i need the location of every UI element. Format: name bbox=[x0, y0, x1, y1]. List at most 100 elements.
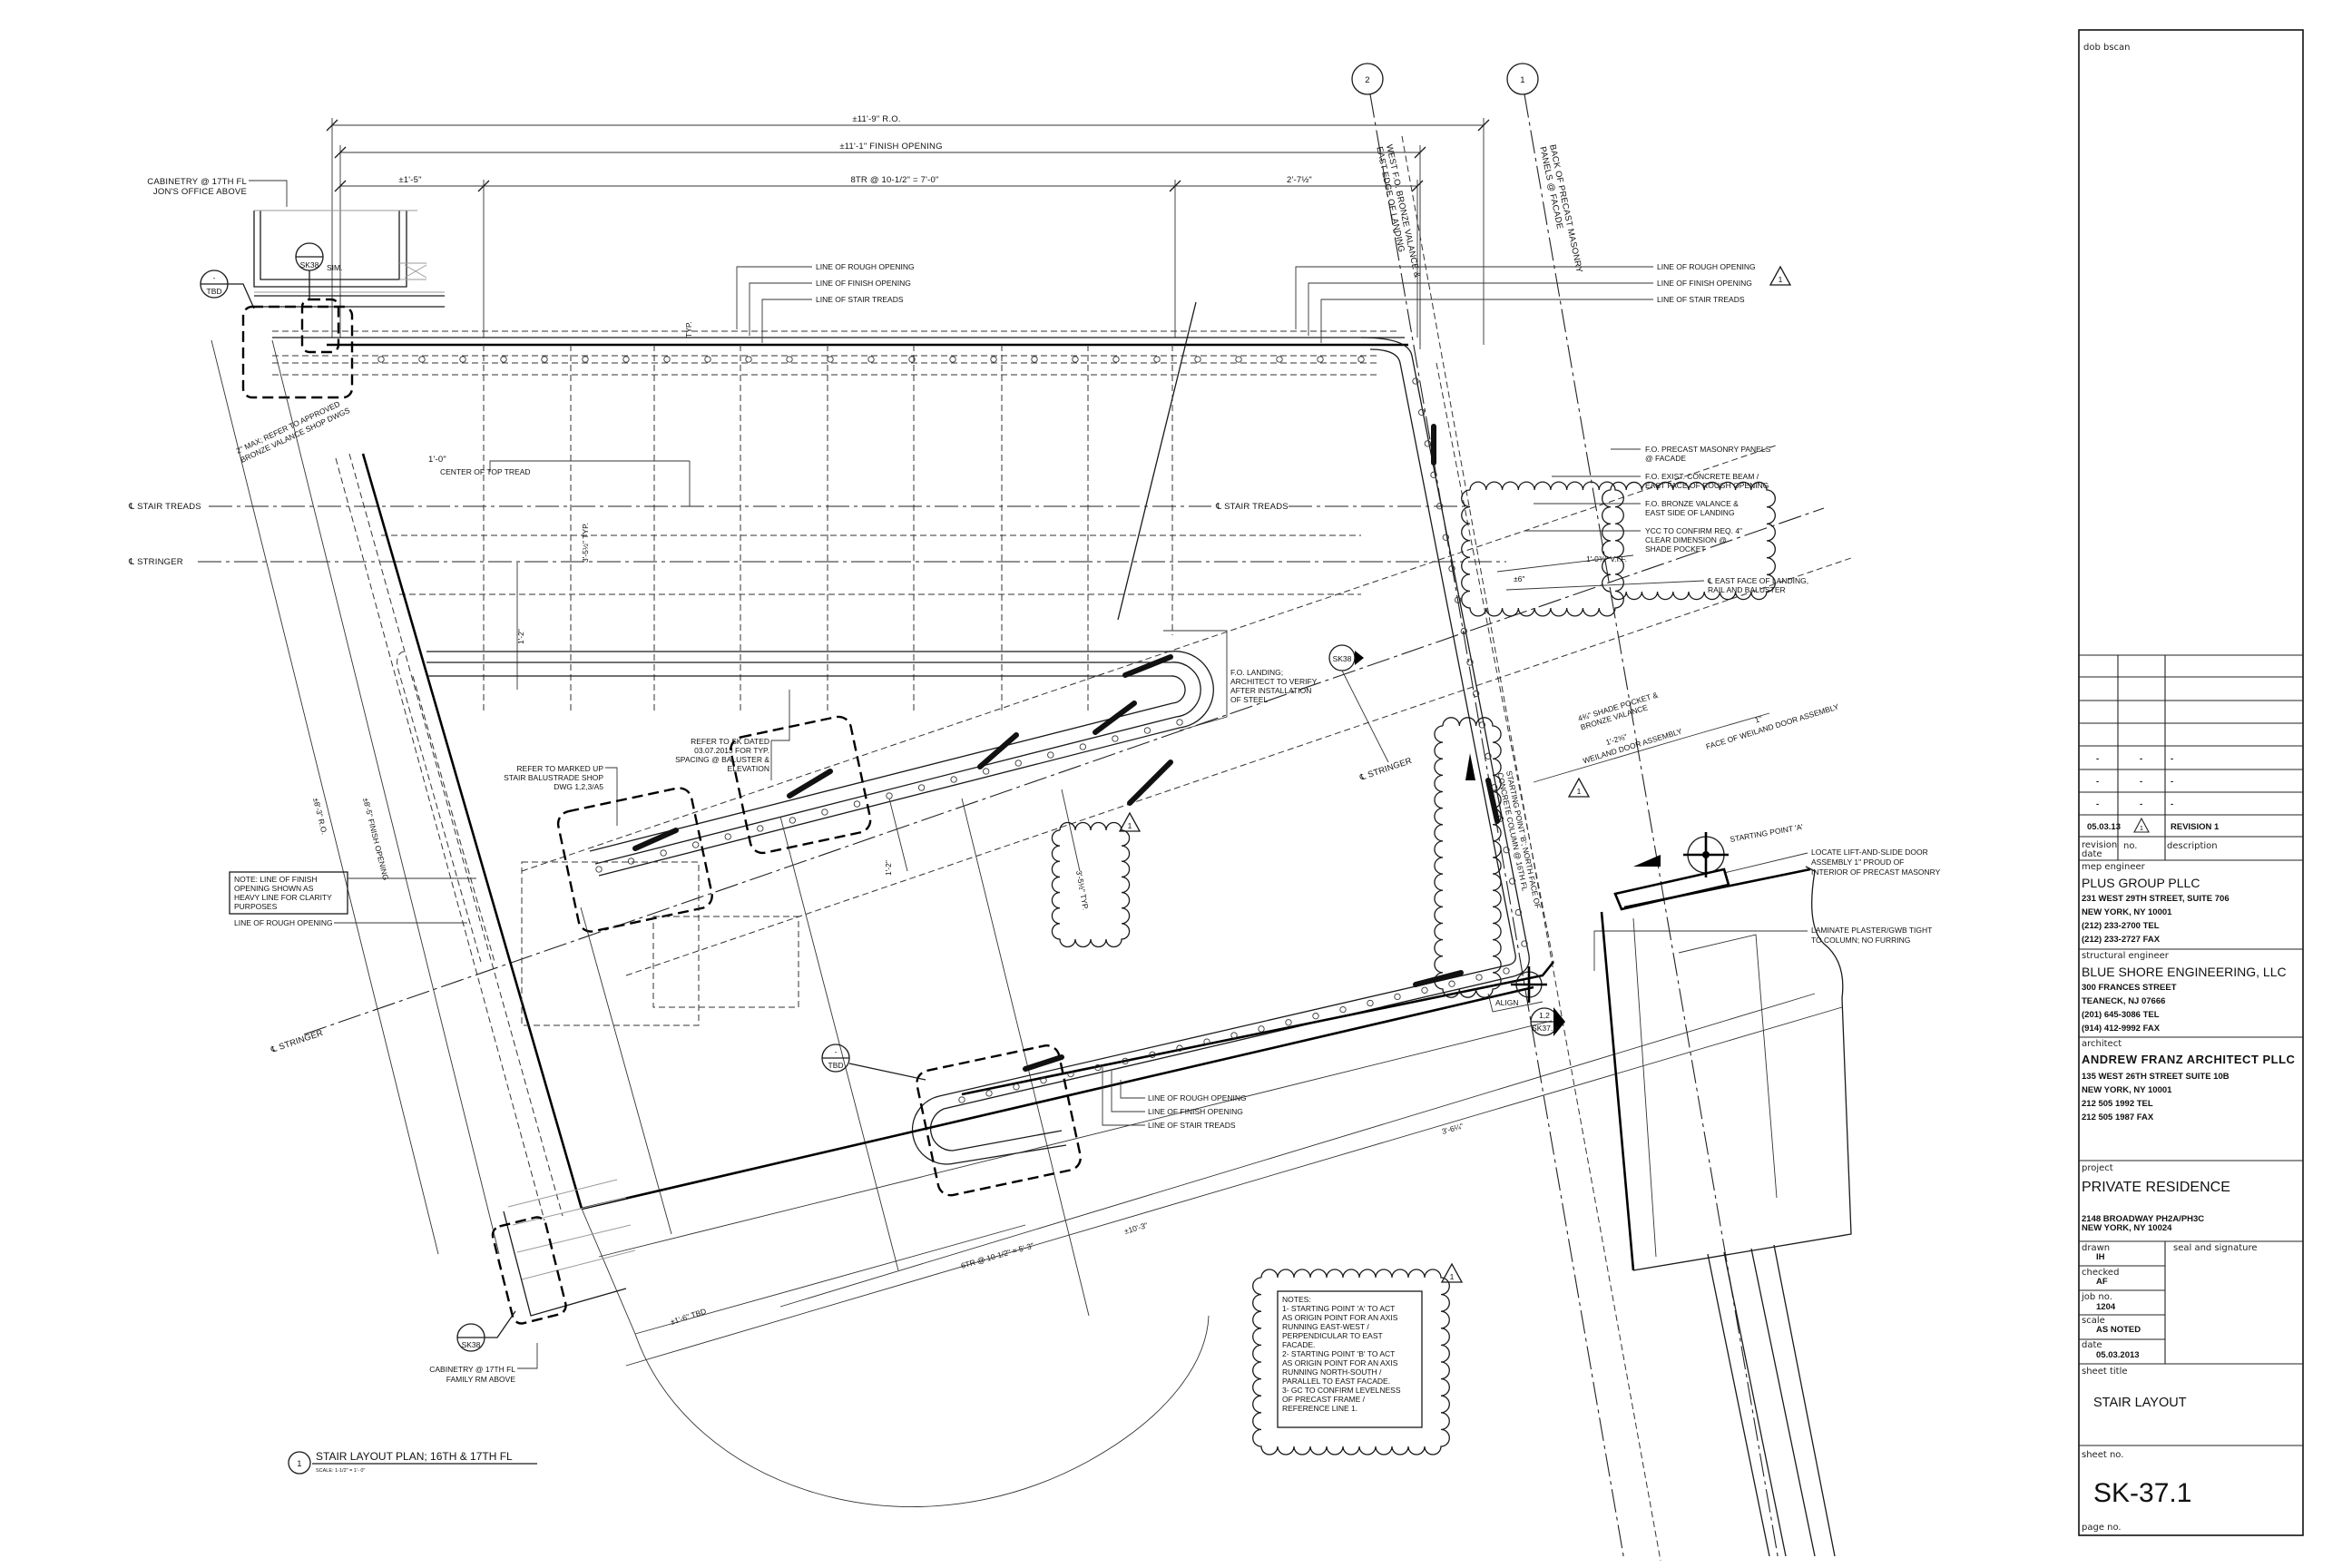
balusters bbox=[377, 356, 1528, 1103]
east-face-2: RAIL AND BALUSTER bbox=[1708, 585, 1786, 594]
cl-stringer-mid: ℄ STRINGER bbox=[1357, 756, 1413, 783]
dim-rise-typ: 3'-5½" TYP. bbox=[581, 523, 590, 563]
baluster bbox=[827, 356, 834, 363]
baluster bbox=[1412, 377, 1419, 385]
baluster bbox=[1394, 993, 1401, 1001]
rail-bracket bbox=[787, 769, 833, 799]
structural-engineer: structural engineer BLUE SHORE ENGINEERI… bbox=[2082, 951, 2287, 1034]
baluster bbox=[660, 849, 667, 857]
baluster bbox=[1072, 356, 1079, 363]
note-line: AS ORIGIN POINT FOR AN AXIS bbox=[1282, 1358, 1398, 1367]
cl-stair-treads-left: ℄ STAIR TREADS bbox=[128, 502, 201, 512]
baluster bbox=[724, 833, 731, 840]
east-landing: - TBD LINE OF ROUGH OPENING LINE OF FINI… bbox=[581, 337, 1555, 1258]
section-tag-sk38-top-text: SK38 bbox=[300, 260, 319, 270]
header-revision: revision bbox=[2082, 840, 2117, 850]
cabinetry-bottom: SK38 CABINETRY @ 17TH FL FAMILY RM ABOVE bbox=[429, 1179, 636, 1384]
cabinetry-bottom-label-1: CABINETRY @ 17TH FL bbox=[429, 1365, 515, 1374]
revision-cloud bbox=[1252, 1269, 1450, 1455]
baluster bbox=[1521, 940, 1528, 947]
architect-address: 135 WEST 26TH STREET SUITE 10B bbox=[2082, 1072, 2230, 1082]
revision-no: - bbox=[2140, 754, 2142, 764]
fo-landing-2: ARCHITECT TO VERIFY bbox=[1230, 677, 1318, 686]
dim-left-top: ±1'-5" bbox=[398, 175, 421, 185]
baluster bbox=[1276, 356, 1283, 363]
mep-tel: (212) 233-2700 TEL bbox=[2082, 921, 2160, 931]
fo-landing-4: OF STEEL bbox=[1230, 695, 1268, 704]
dim-one-two: 1'-2" bbox=[516, 629, 525, 644]
revision-cloud bbox=[1461, 481, 1624, 617]
header-date: date bbox=[2082, 849, 2102, 859]
rail-bracket bbox=[1122, 654, 1173, 678]
lines-top-right-2: LINE OF FINISH OPENING bbox=[1657, 279, 1752, 288]
baluster bbox=[1418, 408, 1426, 416]
middle-flight: F.O. LANDING; ARCHITECT TO VERIFY AFTER … bbox=[397, 301, 1389, 1317]
note-line: 2- STARTING POINT 'B' TO ACT bbox=[1282, 1349, 1395, 1358]
lines-top-left-1: LINE OF ROUGH OPENING bbox=[816, 262, 915, 271]
structural-address: 300 FRANCES STREET bbox=[2082, 983, 2177, 993]
revision-clouds bbox=[1051, 481, 1776, 1455]
refer-marked-2: STAIR BALUSTRADE SHOP bbox=[504, 773, 603, 782]
cabinetry-top-label-2: JON'S OFFICE ABOVE bbox=[153, 187, 247, 197]
baluster bbox=[1285, 1019, 1292, 1026]
view-scale: SCALE: 1-1/2" = 1'- 0" bbox=[316, 1468, 365, 1474]
dim-three-six: 3'-6¼" bbox=[1441, 1122, 1465, 1136]
section-tag-sk38-bottom-text: SK38 bbox=[462, 1340, 481, 1349]
section-tag-sk38-mid-text: SK38 bbox=[1333, 654, 1352, 663]
baluster bbox=[983, 768, 990, 775]
dim-one-two-b: 1'-2" bbox=[884, 860, 893, 876]
revision-no: 1 bbox=[2140, 826, 2143, 832]
section-tag-sk37-2-b: SK37.2 bbox=[1532, 1024, 1557, 1033]
revision-triangle-number: 1 bbox=[1128, 821, 1132, 830]
cabinetry-top: CABINETRY @ 17TH FL JON'S OFFICE ABOVE S… bbox=[147, 177, 445, 399]
note-line: NOTES: bbox=[1282, 1295, 1311, 1304]
revision-no: - bbox=[2140, 777, 2142, 787]
rail-bracket bbox=[1093, 701, 1137, 735]
baluster bbox=[1112, 735, 1119, 742]
baluster bbox=[1230, 1032, 1238, 1039]
note-line: 3- GC TO CONFIRM LEVELNESS bbox=[1282, 1386, 1401, 1395]
face-weiland-dim: 1" bbox=[1754, 714, 1763, 725]
baluster bbox=[757, 825, 764, 832]
baluster bbox=[1503, 967, 1510, 975]
revision-triangle-icon bbox=[1567, 777, 1591, 798]
revision-description: REVISION 1 bbox=[2171, 822, 2220, 832]
revision-description: - bbox=[2171, 777, 2173, 787]
dim-finish-opening: ±11'-1" FINISH OPENING bbox=[839, 142, 942, 152]
baluster bbox=[949, 356, 956, 363]
rail-bracket bbox=[1127, 760, 1173, 806]
rough-opening-left-label: LINE OF ROUGH OPENING bbox=[234, 918, 333, 927]
fo-landing-3: AFTER INSTALLATION bbox=[1230, 686, 1311, 695]
scale-value: AS NOTED bbox=[2096, 1325, 2141, 1335]
revision-no: - bbox=[2140, 799, 2142, 809]
dim-typ: TYP. bbox=[684, 321, 693, 338]
baluster bbox=[1485, 752, 1492, 760]
fo-note-3: F.O. EXIST. CONCRETE BEAM / bbox=[1645, 472, 1759, 481]
locate-note-3: INTERIOR OF PRECAST MASONRY bbox=[1811, 867, 1941, 877]
tag-tbd-low-a: - bbox=[835, 1047, 838, 1056]
fo-note-4: EAST FACE OF ROUGH OPENING bbox=[1645, 481, 1769, 490]
lines-top-left-2: LINE OF FINISH OPENING bbox=[816, 279, 911, 288]
note-line: AS ORIGIN POINT FOR AN AXIS bbox=[1282, 1313, 1398, 1322]
upper-flight: TYP. bbox=[272, 186, 1421, 710]
checked-label: checked bbox=[2082, 1268, 2119, 1278]
baluster bbox=[1149, 1051, 1156, 1058]
sheet-title-label: sheet title bbox=[2082, 1367, 2128, 1377]
note-line: REFERENCE LINE 1. bbox=[1282, 1404, 1357, 1413]
revision-triangle-number: 1 bbox=[1779, 275, 1783, 284]
dim-left-finish: ±8'-5" FINISH OPENING bbox=[361, 797, 390, 881]
baluster bbox=[1312, 1013, 1319, 1020]
stair-plan: ±11'-9" R.O. ±11'-1" FINISH OPENING 8TR … bbox=[128, 63, 1941, 1562]
baluster bbox=[867, 356, 875, 363]
mep-address: 231 WEST 29TH STREET, SUITE 706 bbox=[2082, 894, 2230, 904]
baluster bbox=[908, 356, 916, 363]
date-label: date bbox=[2082, 1340, 2102, 1350]
baluster bbox=[704, 356, 711, 363]
fo-note-1: F.O. PRECAST MASONRY PANELS bbox=[1645, 445, 1771, 454]
scale-label: scale bbox=[2082, 1316, 2105, 1326]
baluster bbox=[950, 776, 957, 783]
mep-label: mep engineer bbox=[2082, 862, 2146, 872]
baluster bbox=[1473, 690, 1480, 698]
